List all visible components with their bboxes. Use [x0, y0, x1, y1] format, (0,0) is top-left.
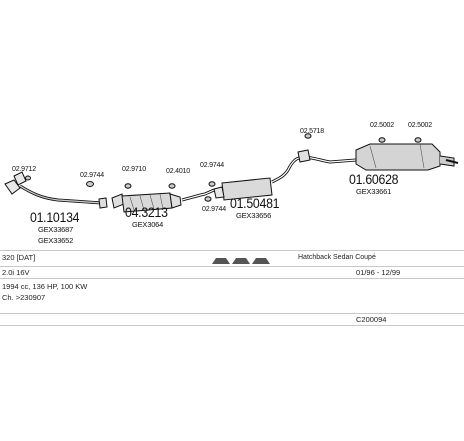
gex-code: GEX33687 [38, 225, 74, 234]
gex-code: GEX33661 [356, 187, 392, 196]
part-code-small: 02.9712 [12, 166, 36, 173]
part-code-small: 02.5718 [300, 128, 324, 135]
part-code-large: 01.10134 [30, 209, 80, 225]
gasket-icon [25, 175, 94, 187]
rear-silencer-icon [297, 133, 459, 171]
middle-pipe-icon [168, 181, 216, 202]
table-divider [0, 325, 464, 326]
engine-label: 2.0i 16V [2, 268, 30, 277]
part-code-small: 02.9744 [200, 162, 224, 169]
period-label: 01/96 - 12/99 [356, 268, 401, 277]
part-code-small: 02.5002 [370, 122, 394, 129]
model-label: 320 [DAT] [2, 253, 36, 262]
body-types-label: Hatchback Sedan Coupé [298, 254, 376, 261]
table-divider [0, 278, 464, 279]
part-code-small: 02.4010 [166, 168, 190, 175]
gex-code: GEX33656 [236, 211, 272, 220]
table-divider [0, 313, 464, 314]
part-code-large: 01.60628 [349, 171, 399, 187]
table-divider [0, 250, 464, 251]
body-types-icon [212, 258, 270, 264]
specs-label: 1994 cc, 136 HP, 100 KW [2, 282, 88, 291]
table-divider [0, 266, 464, 267]
part-code-small: 02.9744 [80, 172, 104, 179]
gex-code: GEX3064 [132, 220, 164, 229]
part-code-small: 02.5002 [408, 122, 432, 129]
gex-code: GEX33652 [38, 236, 74, 245]
centre-silencer-icon [213, 156, 301, 201]
part-code-large: 04.3213 [125, 204, 168, 220]
part-code-small: 02.9744 [202, 206, 226, 213]
front-pipe-icon [4, 171, 108, 209]
catalytic-converter-icon [111, 183, 182, 213]
chassis-label: Ch. >230907 [2, 293, 46, 302]
part-code-small: 02.9710 [122, 166, 146, 173]
catalog-number: C200094 [356, 315, 387, 324]
part-code-large: 01.50481 [230, 195, 280, 211]
